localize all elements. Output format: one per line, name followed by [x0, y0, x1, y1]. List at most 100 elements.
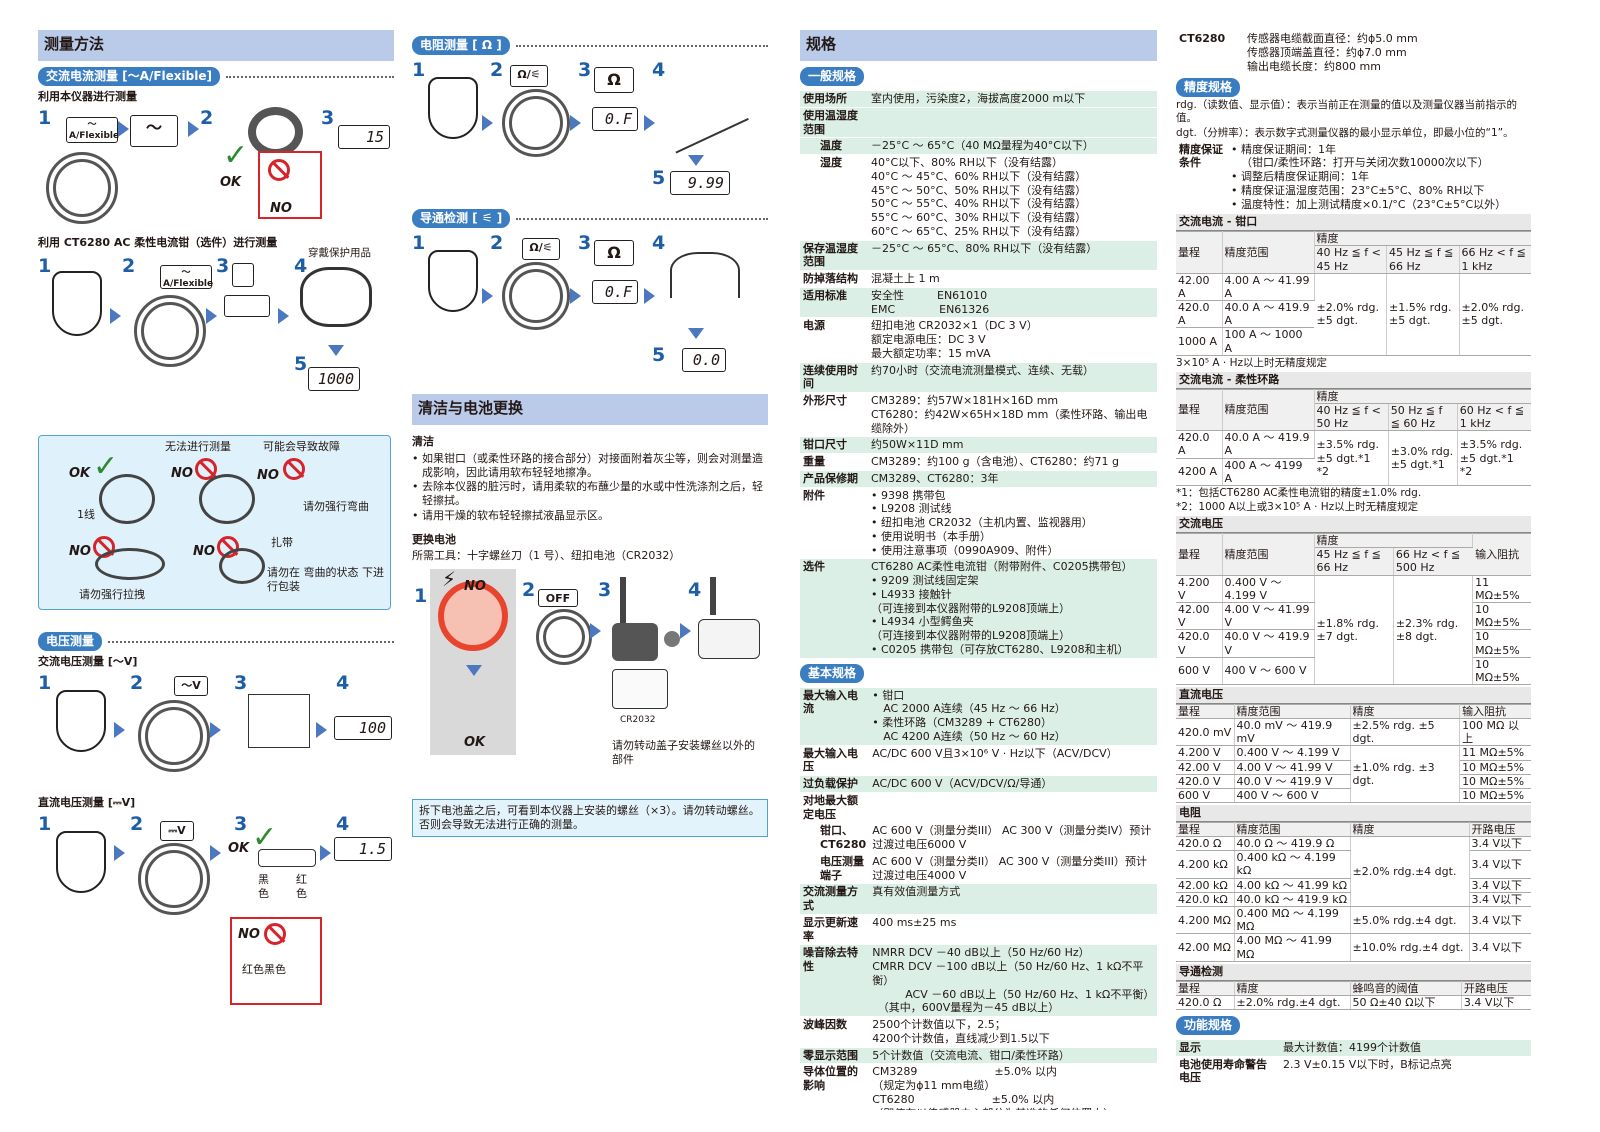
rotary-dial[interactable]	[46, 151, 118, 224]
spec-value: AC 600 V（测量分类III） AC 300 V（测量分类IV）预计过渡过电…	[869, 822, 1157, 854]
step-arrow	[114, 844, 125, 861]
spec-value: 约50W×11D mm	[868, 436, 1157, 454]
step-arrow	[644, 288, 655, 304]
spec-value: CM3289：约100 g（含电池）、CT6280：约71 g	[868, 453, 1157, 471]
step-number: 2	[200, 106, 214, 129]
spec-value: 2500个计数值以下，2.5；4200个计数值，直线减少到1.5以下	[869, 1016, 1157, 1047]
spec-key: 显示更新速率	[800, 913, 870, 945]
spec-value: 5个计数值（交流电流、钳口/柔性环路）	[869, 1046, 1157, 1064]
rotary-dial[interactable]	[138, 842, 210, 915]
step-number: 4	[688, 579, 702, 601]
loop-around-wire-icon	[99, 474, 155, 524]
hold-button[interactable]	[232, 262, 254, 287]
lightning-icon: ⚡	[442, 567, 457, 591]
lcd-display: 1.5	[334, 836, 392, 861]
ct6280-label: CT6280	[1176, 30, 1244, 75]
ppe-label: 穿戴保护用品	[308, 246, 371, 259]
step-number: 2	[130, 671, 144, 694]
spec-key: 波峰因数	[800, 1016, 870, 1047]
spec-value-line: （可连接到本仪器附带的L9208顶端上）	[871, 629, 1071, 642]
no-label: NO	[171, 466, 193, 481]
spec-key: 湿度	[800, 154, 868, 240]
mode-button-resistance[interactable]: Ω/⚟	[510, 65, 548, 87]
lcd-display: 0.F	[592, 280, 638, 304]
mode-button-ac[interactable]: ～	[130, 114, 178, 147]
meter-icon	[428, 250, 478, 312]
spec-row: 最大输入电流• 钳口 AC 2000 A连续（45 Hz ～ 66 Hz）• 柔…	[800, 686, 1157, 745]
mode-button-ac-flex[interactable]: ～A/Flexible	[160, 264, 213, 289]
spec-key: 导体位置的影响	[800, 1063, 870, 1110]
spec-value-line: CMRR DCV －100 dB以上（50 Hz/60 Hz、1 kΩ不平衡）	[872, 960, 1144, 987]
meter-icon	[56, 689, 106, 752]
rotary-dial[interactable]	[502, 89, 570, 157]
spec-value-line: • L9208 测试线	[871, 502, 952, 516]
spec-value-line: 混凝土上 1 m	[871, 272, 940, 285]
spec-key: 电压测量端子	[800, 852, 870, 884]
label-red-black: 红色黑色	[242, 962, 286, 976]
rotary-dial[interactable]	[536, 609, 592, 665]
loop-two-wire-icon	[199, 474, 255, 524]
step-arrow	[316, 721, 327, 738]
mode-button-dcv[interactable]: ⎓V	[160, 820, 194, 841]
rotary-dial[interactable]	[502, 262, 570, 330]
step-arrow	[570, 115, 581, 131]
cleaning-item: • 去除本仪器的脏污时，请用柔软的布蘸少量的水或中性洗涤剂之后，轻轻擦拭。	[412, 480, 763, 507]
lcd-display: 9.99	[670, 171, 730, 195]
step-arrow	[278, 307, 289, 324]
continuity-table: 量程精度蜂鸣音的阈值开路电压 420.0 Ω±2.0% rdg.±4 dgt.5…	[1176, 980, 1531, 1010]
mode-button-continuity[interactable]: Ω/⚟	[522, 238, 560, 260]
footnote: *1：包括CT6280 AC柔性电流钳的精度±1.0% rdg.	[1176, 487, 1422, 499]
column-general-specs: 规格 一般规格 使用场所室内使用，污染度2，海拔高度2000 m以下使用温湿度范…	[800, 30, 1157, 1110]
label-cannot-measure: 无法进行测量	[165, 440, 231, 453]
subheading-acv: 交流电压测量 [～V]	[38, 655, 138, 668]
step-number: 3	[321, 106, 335, 129]
basic-spec-table: 最大输入电流• 钳口 AC 2000 A连续（45 Hz ～ 66 Hz）• 柔…	[800, 686, 1157, 1110]
lcd-display: 0.0	[682, 348, 726, 372]
spec-value: CT6280 AC柔性电流钳（附带附件、C0205携带包）• 9209 测试线固…	[868, 558, 1157, 658]
rotary-dial[interactable]	[138, 699, 210, 772]
step-number: 3	[234, 671, 248, 694]
spec-value: 40°C以下、80% RH以下（没有结露）40°C ～ 45°C、60% RH以…	[868, 154, 1157, 240]
step-arrow	[110, 307, 121, 324]
subheading-cleaning: 清洁	[412, 435, 434, 448]
mode-button-acv[interactable]: ～V	[174, 675, 208, 696]
mode-button-ac-flex[interactable]: ～A/Flexible	[66, 116, 119, 143]
label-no-wrap: 请勿在 弯曲的状态 下进行包装	[267, 566, 384, 593]
spec-key: 外形尺寸	[800, 391, 868, 437]
spec-row: 交流测量方式真有效值测量方式	[800, 883, 1157, 915]
spec-row: 附件• 9398 携带包• L9208 测试线• 纽扣电池 CR2032（主机内…	[800, 486, 1157, 559]
spec-row: 使用温湿度范围	[800, 106, 1157, 138]
step-arrow	[210, 721, 221, 738]
step-arrow	[482, 288, 493, 304]
step-arrow	[210, 844, 221, 861]
resistor-probes-icon	[655, 74, 749, 154]
rotary-dial[interactable]	[134, 294, 206, 367]
spec-key: 最大输入电压	[800, 744, 870, 776]
table-title-acv: 交流电压	[1176, 516, 1531, 533]
spec-value-line: • L4933 接触针	[871, 587, 952, 601]
table-row: 显示最大计数值：4199个计数值	[1176, 1038, 1531, 1057]
spec-key: 适用标准	[800, 286, 868, 318]
lcd-display: 100	[334, 715, 392, 740]
spec-value: －25°C ～ 65°C、80% RH以下（没有结露）	[868, 239, 1157, 271]
no-label: NO	[193, 544, 215, 559]
tab-general-specs: 一般规格	[800, 67, 865, 86]
tab-ac-current: 交流电流测量 [～A/Flexible]	[38, 67, 220, 86]
step-number: 2	[490, 232, 504, 254]
spec-value-line: 安全性 EN61010	[871, 288, 988, 302]
